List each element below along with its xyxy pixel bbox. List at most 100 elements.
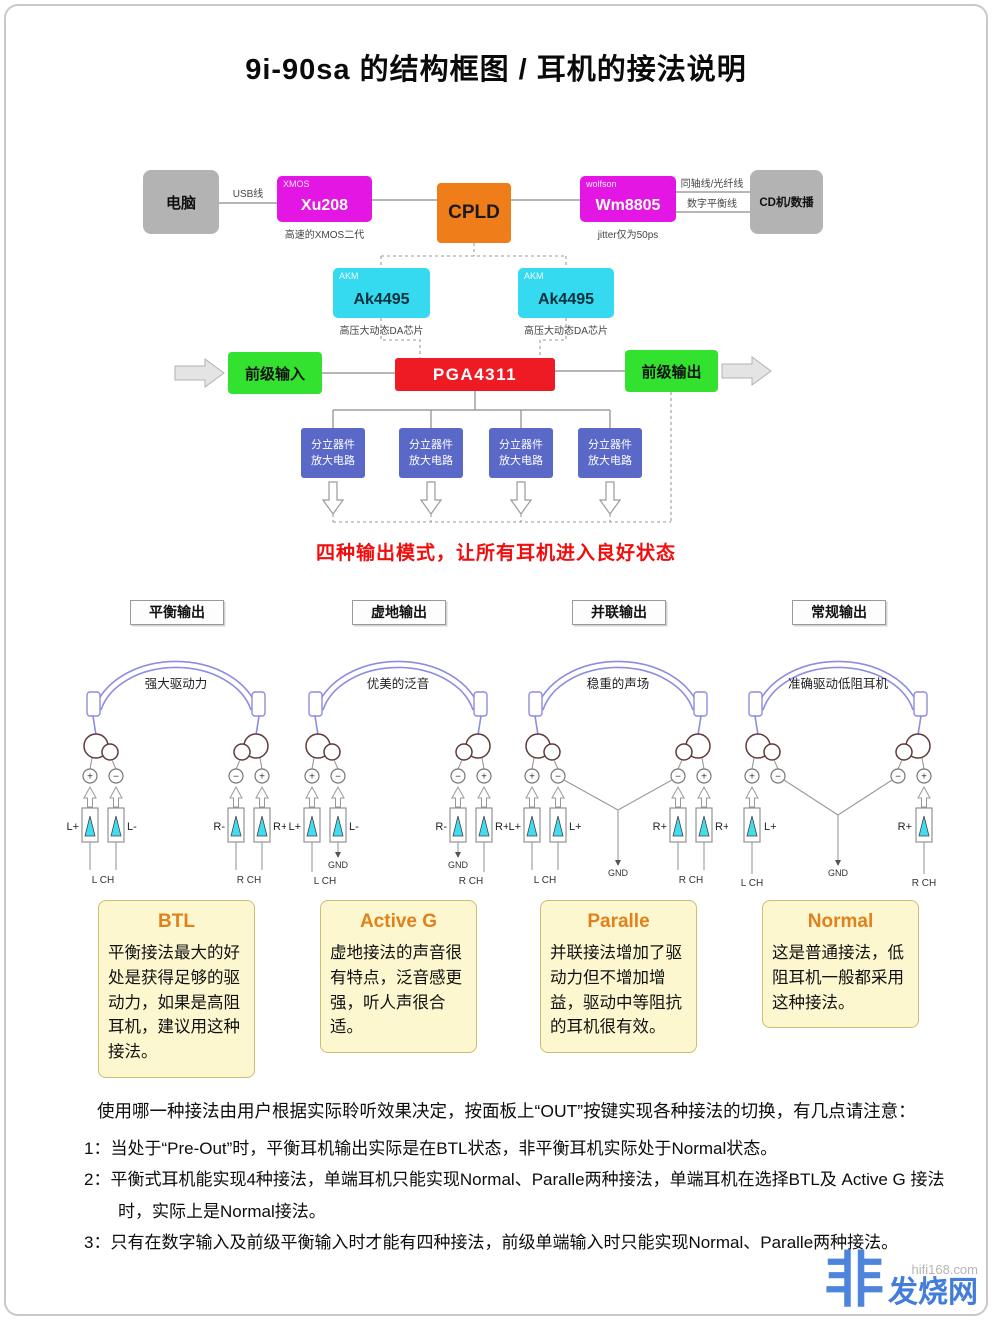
svg-text:L+: L+ [569, 821, 582, 833]
headband [528, 660, 708, 736]
footer-notes: 使用哪一种接法由用户根据实际聆听效果决定，按面板上“OUT”按键实现各种接法的切… [62, 1096, 946, 1258]
output-wires [311, 842, 485, 872]
svg-text:−: − [895, 772, 901, 783]
amplifiers [303, 807, 493, 843]
mode-caption: 准确驱动低阻耳机 [788, 677, 889, 691]
note-body: 虚地接法的声音很有特点，泛音感更强，听人声很合适。 [330, 944, 462, 1037]
svg-text:L+: L+ [66, 821, 79, 833]
computer-label: 电脑 [165, 194, 196, 212]
headphone-diagram-normal: 准确驱动低阻耳机 + − − + L+ R+ [741, 660, 936, 889]
svg-text:+: + [87, 772, 93, 783]
cd-player-box: CD机/数播 [750, 170, 823, 234]
amp-labels: L+ R+ [764, 821, 912, 833]
svg-text:+: + [259, 772, 265, 783]
footer-intro: 使用哪一种接法由用户根据实际聆听效果决定，按面板上“OUT”按键实现各种接法的切… [97, 1101, 916, 1121]
ear-cups [525, 733, 711, 761]
pre-output-label: 前级输出 [641, 363, 702, 381]
note-paralle: Paralle 并联接法增加了驱动力但不增加增益，驱动中等阻抗的耳机很有效。 [540, 900, 697, 1053]
mode-caption: 稳重的声场 [587, 676, 650, 691]
amp-labels: L+ L- R- R+ [66, 821, 286, 833]
gnd-label-right: GND [448, 860, 469, 870]
svg-text:L-: L- [349, 821, 359, 833]
output-wires [531, 842, 705, 870]
svg-text:+: + [309, 772, 315, 783]
pre-input-label: 前级输入 [244, 365, 305, 383]
svg-text:−: − [335, 772, 341, 783]
signal-arrows [745, 785, 931, 808]
xu208-brand: XMOS [283, 179, 310, 189]
amplifiers [743, 807, 933, 843]
mode-header-normal: 常规输出 [792, 600, 886, 625]
svg-text:+: + [701, 772, 707, 783]
amplifiers [523, 807, 713, 843]
watermark-logo-icon: 非 [824, 1247, 884, 1314]
four-modes-headline: 四种输出模式，让所有耳机进入良好状态 [315, 543, 676, 564]
terminals: + − − + [304, 757, 492, 784]
amp-labels: L+ L+ R+ R+ [508, 821, 728, 833]
gnd-label-left: GND [328, 860, 349, 870]
note-body: 平衡接法最大的好处是获得足够的驱动力，如果是高阻耳机，建议用这种接法。 [108, 944, 240, 1061]
amp-labels: L+ L- R- R+ [288, 821, 508, 833]
left-channel-label: L CH [92, 875, 114, 886]
left-channel-label: L CH [534, 875, 556, 886]
ear-cups [83, 733, 269, 761]
wm8805-name: Wm8805 [595, 197, 661, 214]
note-title: Normal [807, 911, 874, 932]
footer-item-3: 3：只有在数字输入及前级平衡输入时才能有四种接法，前级单端输入时只能实现Norm… [84, 1232, 899, 1252]
mode-header-parallel: 并联输出 [572, 600, 666, 625]
ground-wire [563, 779, 673, 866]
headband [86, 660, 266, 736]
svg-text:R+: R+ [653, 821, 667, 833]
watermark-name: 发烧网 [888, 1275, 978, 1309]
gnd-label: GND [828, 868, 849, 878]
right-channel-label: R CH [679, 875, 703, 886]
cd-player-label: CD机/数播 [759, 197, 814, 209]
discrete-amp-box-1: 分立器件 放大电路 [301, 428, 365, 478]
svg-text:L+: L+ [508, 821, 521, 833]
ground-wire [783, 779, 893, 866]
pre-output-box: 前级输出 [625, 350, 718, 392]
amplifiers [81, 807, 271, 843]
svg-text:R+: R+ [898, 821, 912, 833]
headband [308, 660, 488, 736]
wm8805-brand: wolfson [586, 179, 617, 189]
note-active-g: Active G 虚地接法的声音很有特点，泛音感更强，听人声很合适。 [320, 900, 477, 1053]
svg-text:L+: L+ [764, 821, 777, 833]
digital-balanced-label: 数字平衡线 [687, 197, 737, 210]
dac1-brand: AKM [339, 271, 359, 281]
signal-arrows [525, 785, 711, 808]
svg-text:L-: L- [127, 821, 137, 833]
note-body: 并联接法增加了驱动力但不增加增益，驱动中等阻抗的耳机很有效。 [550, 944, 682, 1037]
svg-text:R+: R+ [495, 821, 508, 833]
svg-text:−: − [455, 772, 461, 783]
svg-text:L+: L+ [288, 821, 301, 833]
note-title: BTL [158, 911, 195, 932]
note-btl: BTL 平衡接法最大的好处是获得足够的驱动力，如果是高阻耳机，建议用这种接法。 [98, 900, 255, 1078]
cpld-box: CPLD [437, 183, 511, 243]
headphone-diagram-balanced: 强大驱动力 + − − + L+ L- R- [66, 660, 286, 886]
note-body: 这是普通接法，低阻耳机一般都采用这种接法。 [772, 944, 904, 1012]
dac1-chip-box: AKM Ak4495 [333, 268, 430, 318]
ear-cups [305, 733, 491, 761]
block-diagram-wiring: USB线 同轴线/光纤线 数字平衡线 [174, 177, 772, 523]
page-title: 9i-90sa 的结构框图 / 耳机的接法说明 [245, 54, 747, 86]
discrete-amp-box-2: 分立器件 放大电路 [399, 428, 463, 478]
output-wires [89, 842, 263, 870]
headphone-diagram-parallel: 稳重的声场 + − − + L+ [508, 660, 728, 886]
wm8805-chip-box: wolfson Wm8805 [580, 176, 676, 222]
left-channel-label: L CH [314, 876, 336, 887]
gnd-label: GND [608, 868, 629, 878]
dac2-chip-box: AKM Ak4495 [518, 268, 614, 318]
dac2-brand: AKM [524, 271, 544, 281]
footer-item-2: 2：平衡式耳机能实现4种接法，单端耳机只能实现Normal、Paralle两种接… [84, 1170, 945, 1221]
note-title: Paralle [587, 911, 650, 932]
wm8805-caption: jitter仅为50ps [597, 230, 659, 241]
headphone-diagram-virtual-ground: 优美的泛音 + − − + L+ L- R- [288, 660, 508, 887]
right-channel-label: R CH [912, 878, 936, 889]
terminals: + − − + [524, 757, 712, 784]
signal-arrows [83, 785, 269, 808]
note-normal: Normal 这是普通接法，低阻耳机一般都采用这种接法。 [762, 900, 919, 1029]
output-wires [751, 842, 925, 874]
svg-text:−: − [675, 772, 681, 783]
